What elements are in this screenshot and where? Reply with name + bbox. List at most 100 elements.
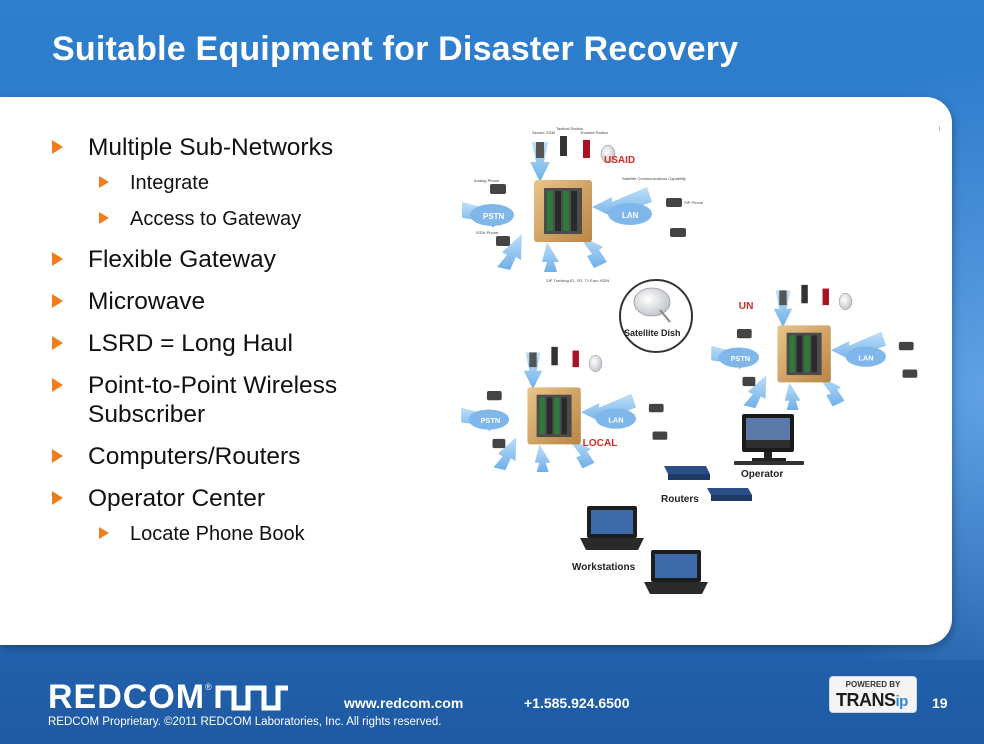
sub-bullet-item: Locate Phone Book xyxy=(52,522,412,546)
orange-arrow-icon xyxy=(52,449,63,463)
secure-gsm-icon xyxy=(529,352,537,368)
sip-phone-icon xyxy=(898,341,914,351)
sip-phone-icon xyxy=(666,198,682,207)
panel-mark xyxy=(939,126,940,131)
network-diagram: PSTN LAN USAID Secure GSM Tactical Radio… xyxy=(452,122,946,612)
bullet-label: Multiple Sub-Networks xyxy=(88,134,334,161)
un-label: UN xyxy=(739,301,754,312)
footer: REDCOM ® www.redcom.com +1.585.924.6500 … xyxy=(0,645,984,744)
slide-title: Suitable Equipment for Disaster Recovery xyxy=(52,30,739,68)
lan-label: LAN xyxy=(622,211,639,220)
operator-label: Operator xyxy=(741,469,783,480)
page-number: 19 xyxy=(932,695,948,711)
orange-arrow-icon xyxy=(99,212,109,224)
trunked-radio-icon xyxy=(822,288,829,306)
orange-arrow-icon xyxy=(52,491,63,505)
tactical-radio-icon xyxy=(560,136,567,156)
ip-text: ip xyxy=(895,693,909,710)
operator-group: Operator xyxy=(734,414,804,480)
e1-t1-label: E1, R2, T1 Euro ISDN xyxy=(570,278,609,283)
bullet-label: Microwave xyxy=(88,288,206,315)
lan-label: LAN xyxy=(858,353,873,362)
secure-gsm-label: Secure GSM xyxy=(532,130,555,135)
sip-phone-icon xyxy=(648,403,664,413)
sip-trunking-label: SIP Trunking xyxy=(546,278,569,283)
bullet-item: Point-to-Point Wireless Subscriber xyxy=(52,371,412,429)
bullet-item: LSRD = Long Haul xyxy=(52,329,412,358)
bullet-item: Operator Center xyxy=(52,484,412,513)
router-icon xyxy=(664,466,710,474)
local-label: LOCAL xyxy=(583,438,618,449)
trunked-radios-label: Trunked Radios xyxy=(580,130,608,135)
sip-phone-icon xyxy=(670,228,686,237)
isdn-phone-icon xyxy=(742,376,756,387)
local-cluster: PSTN LAN LOCAL xyxy=(461,346,668,472)
sip-phone-label: SIP Phone xyxy=(684,200,704,205)
lan-cloud-icon xyxy=(845,346,886,367)
isdn-phone-icon xyxy=(496,236,510,246)
network-diagram-svg: PSTN LAN USAID Secure GSM Tactical Radio… xyxy=(461,126,918,594)
small-dish-icon xyxy=(838,292,853,310)
bullet-label: LSRD = Long Haul xyxy=(88,330,293,357)
usaid-label: USAID xyxy=(604,155,635,166)
analog-phone-icon xyxy=(736,329,752,339)
website-link[interactable]: www.redcom.com xyxy=(344,695,464,711)
lan-cloud-icon xyxy=(595,408,636,429)
phone-number: +1.585.924.6500 xyxy=(524,695,630,711)
bullet-item: Microwave xyxy=(52,287,412,316)
satellite-comms-label: Satellite Communications Capability xyxy=(622,176,686,181)
bullet-label: Operator Center xyxy=(88,485,266,512)
bullet-label: Computers/Routers xyxy=(88,443,301,470)
copyright-text: REDCOM Proprietary. ©2011 REDCOM Laborat… xyxy=(48,716,442,728)
orange-arrow-icon xyxy=(52,140,63,154)
bullet-item: Multiple Sub-Networks xyxy=(52,133,412,162)
sub-bullet-label: Integrate xyxy=(130,172,209,194)
pstn-cloud-icon xyxy=(468,409,510,430)
orange-arrow-icon xyxy=(52,336,63,350)
tactical-radio-icon xyxy=(551,346,558,366)
secure-gsm-icon xyxy=(536,142,544,158)
sub-bullet-label: Locate Phone Book xyxy=(130,523,305,545)
logo-wave-icon xyxy=(215,685,288,711)
orange-arrow-icon xyxy=(99,176,109,188)
orange-arrow-icon xyxy=(99,527,109,539)
logo-text: REDCOM xyxy=(48,678,205,714)
redcom-logo: REDCOM ® xyxy=(48,678,290,719)
analog-phone-label: Analog Phone xyxy=(474,178,500,183)
routers-label: Routers xyxy=(661,494,699,505)
keyboard-icon xyxy=(734,461,804,465)
small-dish-icon xyxy=(588,354,603,372)
redcom-logo-svg: REDCOM ® xyxy=(48,678,288,716)
trunked-radio-icon xyxy=(583,140,590,158)
secure-gsm-icon xyxy=(779,290,787,306)
content-panel: Multiple Sub-Networks Integrate Access t… xyxy=(0,97,952,645)
sip-phone-icon xyxy=(902,369,918,378)
tactical-radios-label: Tactical Radios xyxy=(556,126,583,131)
workstations-group: Workstations xyxy=(572,506,708,594)
trunked-radio-icon xyxy=(572,350,579,368)
bullet-item: Flexible Gateway xyxy=(52,245,412,274)
isdn-phone-label: ISDN Phone xyxy=(476,230,499,235)
orange-arrow-icon xyxy=(52,252,63,266)
svg-text:®: ® xyxy=(205,682,212,692)
workstations-label: Workstations xyxy=(572,562,636,573)
orange-arrow-icon xyxy=(52,378,63,392)
bullet-item: Computers/Routers xyxy=(52,442,412,471)
orange-arrow-icon xyxy=(52,294,63,308)
bullet-label-continued: Subscriber xyxy=(88,401,206,428)
pstn-label: PSTN xyxy=(483,212,505,221)
transip-logo-text: TRANSip xyxy=(836,690,908,711)
satellite-dish-label: Satellite Dish xyxy=(624,328,681,338)
satellite-dish-icon xyxy=(633,287,671,317)
bullet-label: Flexible Gateway xyxy=(88,246,276,273)
router-icon xyxy=(707,488,752,495)
bullet-label: Point-to-Point Wireless xyxy=(88,372,338,399)
powered-by-label: POWERED BY xyxy=(845,680,901,689)
pstn-cloud-icon xyxy=(470,204,514,226)
bullet-list: Multiple Sub-Networks Integrate Access t… xyxy=(52,133,412,546)
pstn-label: PSTN xyxy=(481,416,501,425)
sip-phone-icon xyxy=(652,431,668,440)
transip-badge: POWERED BY TRANSip xyxy=(829,676,917,713)
routers-group: Routers xyxy=(661,466,752,505)
sub-bullet-label: Access to Gateway xyxy=(130,208,302,230)
